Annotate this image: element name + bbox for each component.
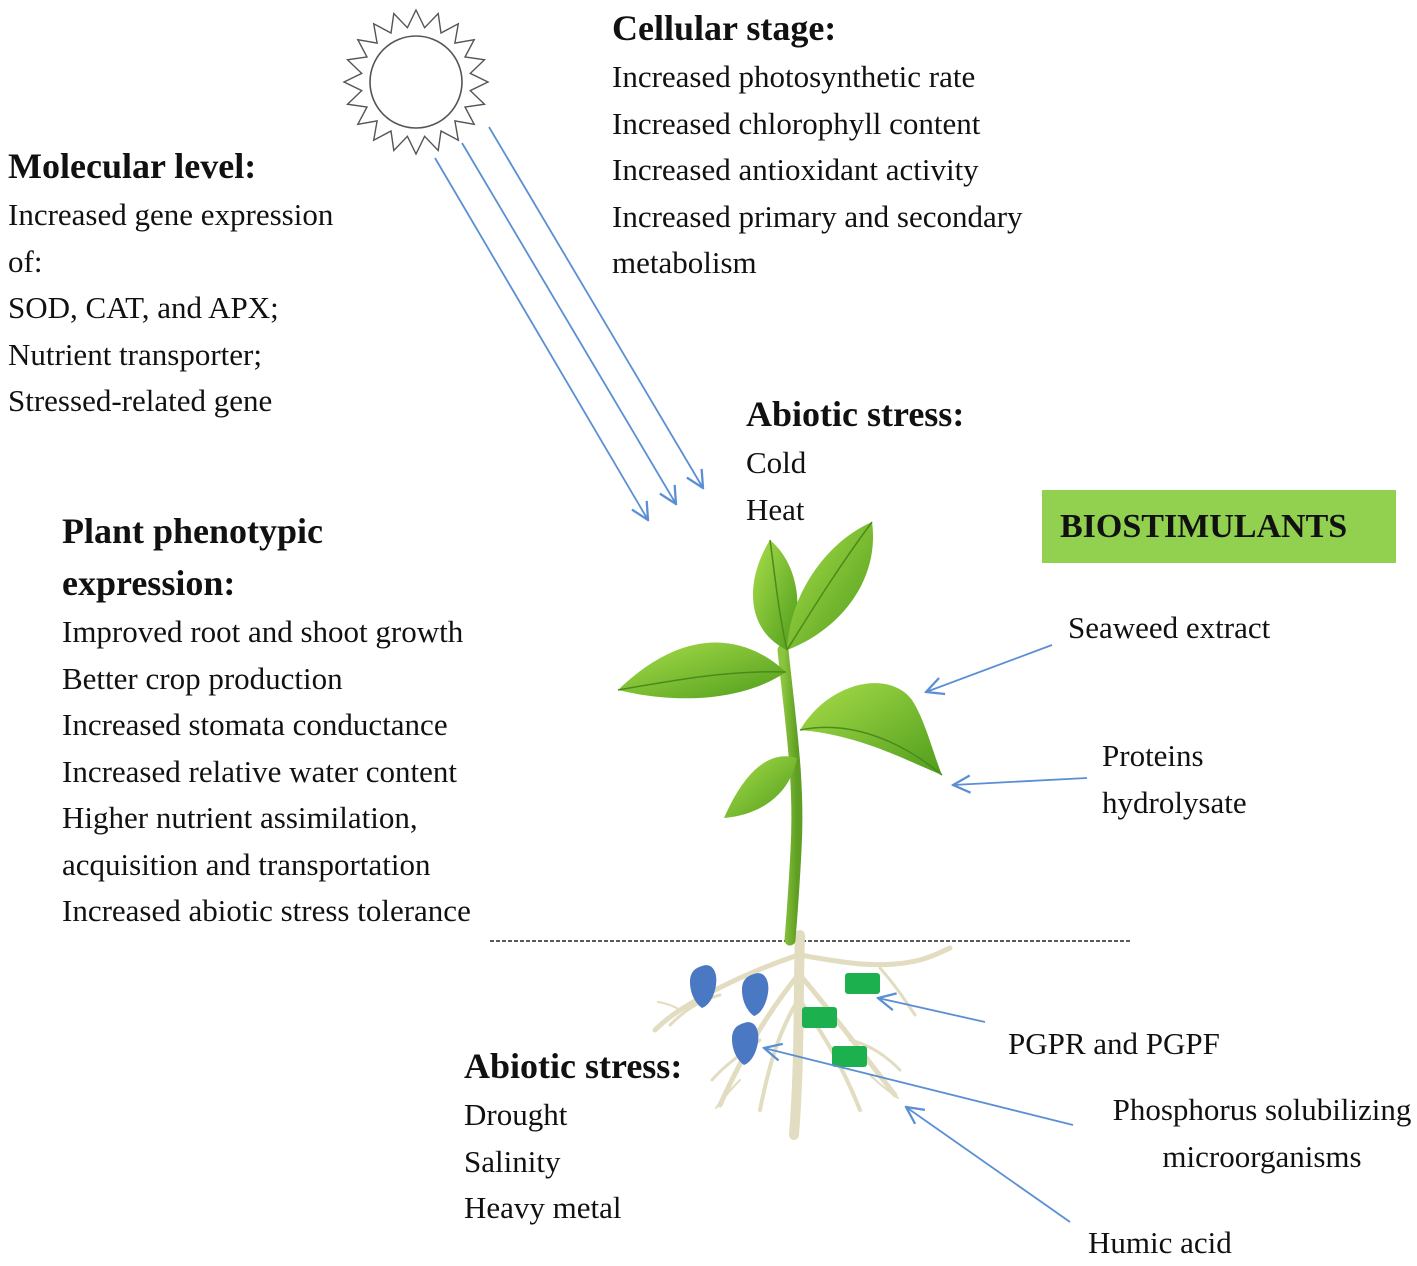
abiotic-stress-below-block: Abiotic stress: Drought Salinity Heavy m… [464, 1040, 682, 1232]
biostimulant-arrows [764, 644, 1088, 1223]
phosphorus-line: microorganisms [1162, 1138, 1362, 1174]
molecular-level-block: Molecular level: Increased gene expressi… [8, 140, 333, 425]
biostimulants-title-box: BIOSTIMULANTS [1042, 490, 1396, 563]
phenotypic-heading-line: expression: [62, 563, 236, 603]
phenotypic-line: Higher nutrient assimilation, [62, 800, 418, 835]
plant-roots [652, 930, 953, 1140]
microbe-green [832, 1046, 867, 1067]
sun-icon [342, 8, 490, 156]
phenotypic-line: acquisition and transportation [62, 846, 431, 882]
molecular-level-heading: Molecular level: [8, 146, 257, 186]
microbe-blue [690, 965, 717, 1008]
phenotypic-line: Increased relative water content [62, 753, 458, 789]
humic-arrow [906, 1107, 1071, 1223]
microbe-green [845, 973, 880, 994]
leaf-top-left [752, 540, 798, 650]
seaweed-arrow [926, 644, 1053, 692]
abiotic-below-heading: Abiotic stress: [464, 1046, 683, 1086]
molecular-line: Nutrient transporter; [8, 336, 262, 372]
pgpr-microbes [802, 973, 880, 1067]
sunlight-arrow [488, 126, 703, 488]
cellular-line: Increased primary and secondary [612, 198, 1023, 234]
leaf-lower-left [724, 756, 797, 818]
microbe-green [802, 1007, 837, 1028]
phenotypic-line: Increased abiotic stress tolerance [62, 893, 471, 928]
phosphorus-arrow [764, 1048, 1074, 1126]
phenotypic-line: Better crop production [62, 660, 343, 696]
plant-leaves [617, 521, 943, 818]
pgpr-arrow [878, 998, 986, 1023]
phosphorus-microbes [690, 965, 769, 1065]
abiotic-below-line: Heavy metal [464, 1190, 622, 1225]
molecular-line: of: [8, 243, 43, 279]
cellular-stage-heading: Cellular stage: [612, 8, 837, 48]
biostimulants-title: BIOSTIMULANTS [1060, 507, 1348, 545]
abiotic-stress-above-block: Abiotic stress: Cold Heat [746, 388, 964, 533]
abiotic-above-line: Cold [746, 445, 807, 480]
phenotypic-line: Improved root and shoot growth [62, 614, 464, 649]
molecular-line: SOD, CAT, and APX; [8, 290, 279, 325]
abiotic-below-line: Salinity [464, 1143, 561, 1179]
proteins-line: hydrolysate [1102, 784, 1247, 820]
plant-stem [777, 644, 803, 946]
phosphorus-solubilizing-label: Phosphorus solubilizing microorganisms [1112, 1087, 1412, 1180]
abiotic-below-line: Drought [464, 1097, 568, 1132]
sunlight-arrows [434, 126, 703, 520]
phenotypic-line: Increased stomata conductance [62, 707, 448, 742]
proteins-hydrolysate-label: Proteins hydrolysate [1102, 733, 1247, 826]
humic-acid-label: Humic acid [1088, 1225, 1232, 1260]
seaweed-extract-label: Seaweed extract [1068, 610, 1271, 645]
leaf-left [618, 642, 786, 699]
abiotic-above-heading: Abiotic stress: [746, 394, 965, 434]
cellular-stage-block: Cellular stage: Increased photosynthetic… [612, 2, 1023, 287]
sunlight-arrow [434, 157, 648, 520]
proteins-arrow [953, 778, 1088, 785]
abiotic-above-line: Heat [746, 491, 805, 527]
cellular-line: Increased photosynthetic rate [612, 59, 976, 94]
cellular-line: Increased antioxidant activity [612, 152, 979, 187]
microbe-blue [732, 1022, 759, 1065]
pgpr-pgpf-label: PGPR and PGPF [1008, 1026, 1220, 1061]
leaf-top-right [787, 522, 874, 650]
sunlight-arrow [461, 142, 676, 504]
cellular-line: Increased chlorophyll content [612, 105, 981, 141]
molecular-line: Increased gene expression [8, 197, 334, 232]
phenotypic-expression-block: Plant phenotypic expression: Improved ro… [62, 505, 471, 935]
proteins-line: Proteins [1102, 738, 1204, 773]
cellular-line: metabolism [612, 245, 757, 280]
leaf-right [800, 683, 942, 775]
phosphorus-line: Phosphorus solubilizing [1112, 1092, 1412, 1127]
molecular-line: Stressed-related gene [8, 383, 273, 418]
microbe-blue [742, 973, 769, 1016]
phenotypic-heading-line: Plant phenotypic [62, 511, 324, 551]
